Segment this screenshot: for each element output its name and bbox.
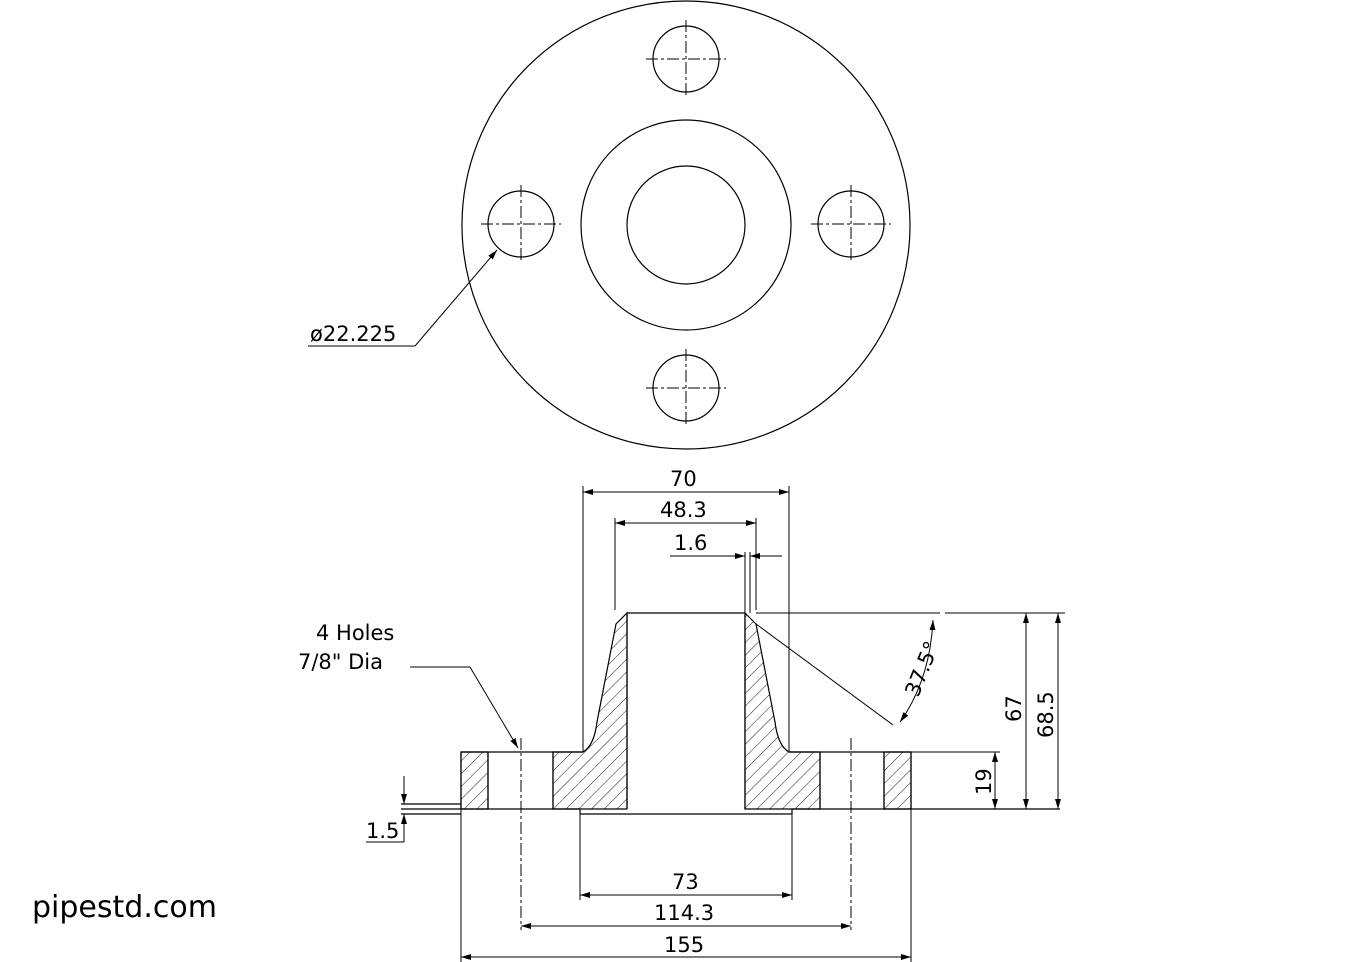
bolt-hole-top: [646, 20, 726, 98]
dimension-70: 70: [582, 467, 790, 752]
dimension-19-label: 19: [972, 768, 996, 795]
dimension-37-5-label: 37.5°: [900, 638, 944, 700]
dimension-1-6: 1.6: [670, 531, 782, 613]
bolt-hole-bottom: [646, 349, 726, 427]
holes-note-line1: 4 Holes: [316, 621, 394, 645]
dimension-68-5-label: 68.5: [1034, 691, 1058, 738]
hatch-left-hub: [552, 611, 628, 810]
dimension-70-label: 70: [670, 467, 697, 491]
bolt-hole-diameter-leader: ø22.225: [308, 249, 498, 347]
bolt-hole-diameter-label: ø22.225: [310, 322, 396, 346]
hatch-right-hub: [744, 611, 821, 810]
dimension-67-label: 67: [1002, 695, 1026, 722]
holes-note: 4 Holes 7/8" Dia: [298, 621, 519, 749]
top-view: ø22.225: [308, 0, 911, 450]
dimension-1-5-label: 1.5: [366, 819, 399, 843]
bolt-hole-right: [811, 185, 891, 263]
dimension-48-3: 48.3: [614, 498, 757, 610]
dimension-155: 155: [460, 809, 912, 962]
flange-outer-circle: [461, 0, 911, 450]
dimension-48-3-label: 48.3: [660, 498, 707, 522]
bore-circle: [626, 165, 746, 285]
dimension-155-label: 155: [664, 933, 704, 957]
dimension-37-5-angle: 37.5°: [755, 612, 944, 726]
dimension-1-6-label: 1.6: [674, 531, 707, 555]
bolt-hole-left: [481, 185, 561, 263]
section-outline: [401, 612, 1060, 815]
dimension-73-label: 73: [672, 870, 699, 894]
watermark-text: pipestd.com: [32, 890, 217, 925]
dimension-114-3-label: 114.3: [654, 901, 714, 925]
hub-circle: [580, 119, 792, 331]
hatch-left-flange: [460, 751, 489, 810]
dimension-73: 73: [579, 814, 793, 900]
dimension-67: 67: [945, 612, 1065, 809]
dimension-114-3: 114.3: [521, 901, 851, 929]
holes-note-line2: 7/8" Dia: [298, 650, 383, 674]
dimension-19: 19: [911, 751, 1000, 809]
dimension-68-5: 68.5: [1034, 613, 1061, 809]
section-view: 70 48.3 1.6 37.5° 67: [298, 467, 1065, 962]
hatch-right-flange: [883, 751, 912, 810]
dimension-1-5: 1.5: [366, 776, 407, 843]
